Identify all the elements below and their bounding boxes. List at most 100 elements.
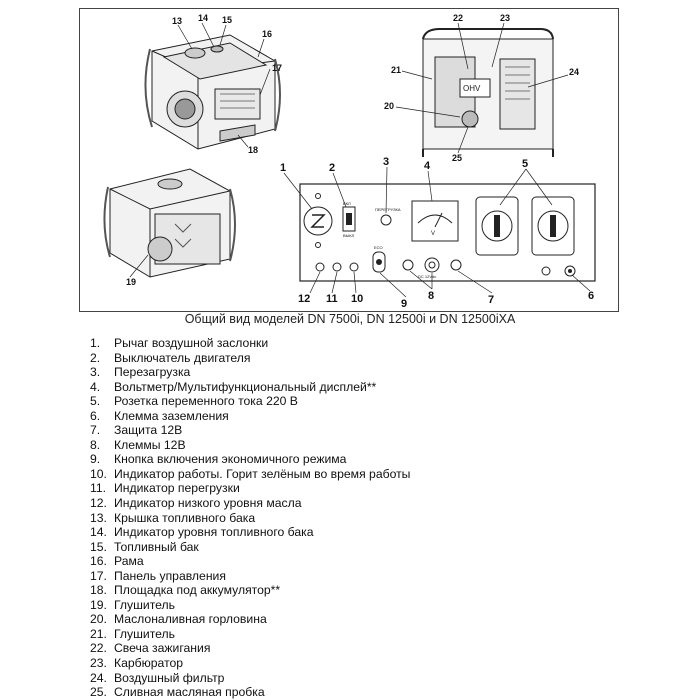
callout-21: 21: [391, 65, 401, 75]
legend-item-number: 3.: [90, 365, 101, 380]
callout-5: 5: [522, 158, 528, 170]
legend-item-number: 11.: [90, 481, 107, 496]
legend-item: 4.Вольтметр/Мультифункциональный дисплей…: [90, 380, 410, 395]
legend-item: 8.Клеммы 12В: [90, 438, 410, 453]
legend-item-number: 18.: [90, 583, 107, 598]
legend-item-text: Топливный бак: [114, 539, 199, 554]
legend-item-text: Рычаг воздушной заслонки: [114, 336, 269, 350]
legend-item-number: 6.: [90, 408, 101, 423]
callout-23: 23: [500, 13, 510, 23]
legend-item: 6. Клемма заземления: [90, 409, 410, 424]
legend-item: 22. Свеча зажигания: [90, 641, 410, 656]
legend-item: 10. Индикатор работы. Горит зелёным во вр…: [90, 467, 410, 482]
legend-item: 3. Перезагрузка: [90, 365, 410, 380]
legend-item-text: Перезагрузка: [114, 365, 191, 380]
legend-item-text: Индикатор работы. Горит зелёным во время…: [114, 466, 411, 481]
legend-item-number: 24.: [90, 670, 107, 685]
legend-item: 5. Розетка переменного тока 220 В: [90, 394, 410, 409]
control-panel: ВКЛ ВЫКЛ ПЕРЕГРУЗКА V ECO: [299, 183, 596, 282]
engine-internal-view: OHV: [422, 28, 554, 157]
legend-item: 9. Кнопка включения экономичного режима: [90, 452, 410, 467]
legend-item: 13. Крышка топливного бака: [90, 511, 410, 526]
generator-top-view: [144, 34, 281, 150]
callout-19: 19: [126, 277, 136, 287]
legend-item: 25.Сливная масляная пробка: [90, 685, 410, 700]
callout-12: 12: [298, 293, 310, 305]
legend-item-text: Индикатор уровня топливного бака: [114, 525, 314, 540]
callout-14: 14: [198, 13, 208, 23]
legend-item-number: 22.: [90, 641, 107, 656]
legend-item: 7. Защита 12В: [90, 423, 410, 438]
legend-item-text: Площадка под аккумулятор**: [114, 583, 281, 598]
legend-item-text: Карбюратор: [114, 656, 184, 671]
legend-item-number: 20.: [90, 612, 107, 627]
legend-item: 11. Индикатор перегрузки: [90, 481, 410, 496]
legend-item-text: Индикатор перегрузки: [114, 481, 240, 496]
legend-item-number: 13.: [90, 510, 107, 525]
legend-item-text: Кнопка включения экономичного режима: [114, 452, 347, 467]
legend-item-number: 21.: [90, 626, 107, 641]
legend-item: 20. Маслоналивная горловина: [90, 612, 410, 627]
panel-callouts: 1 2 3 4 5 12 11 10 9 8 7 6: [280, 156, 594, 310]
legend-item-text: Глушитель: [114, 597, 175, 612]
legend-item: 14. Индикатор уровня топливного бака: [90, 525, 410, 540]
svg-text:V: V: [431, 231, 435, 237]
legend-item-number: 5.: [90, 394, 101, 409]
generator-rear-view: [103, 168, 236, 278]
legend-item-number: 8.: [90, 437, 101, 452]
legend-item-text: Крышка топливного бака: [114, 510, 256, 525]
legend-item: 15. Топливный бак: [90, 540, 410, 555]
legend-item-number: 17.: [90, 568, 107, 583]
legend-item-number: 19.: [90, 597, 107, 612]
callout-1: 1: [280, 162, 286, 174]
legend-item-text: Маслоналивная горловина: [114, 612, 267, 627]
callout-22: 22: [453, 13, 463, 23]
legend-item-text: Индикатор низкого уровня масла: [114, 496, 302, 511]
diagram-figure: 13 14 15 16 17 18 19 OHV: [79, 8, 619, 312]
overload-label: ПЕРЕГРУЗКА: [375, 207, 401, 212]
callout-2: 2: [329, 162, 335, 174]
eco-top-label: ECO: [374, 245, 383, 250]
legend-item-text: Розетка переменного тока 220 В: [114, 394, 298, 409]
callout-7: 7: [488, 294, 494, 306]
callout-9: 9: [401, 298, 407, 310]
switch-on-label: ВКЛ: [343, 201, 351, 206]
legend-item-text: Глушитель: [114, 626, 175, 641]
legend-item-text: Клемма заземления: [114, 408, 229, 423]
generator-illustration: 13 14 15 16 17 18 19 OHV: [103, 13, 596, 310]
callout-25: 25: [452, 153, 462, 163]
callout-4: 4: [424, 160, 431, 172]
legend-item: 1. Рычаг воздушной заслонки: [90, 336, 410, 351]
legend-item: 23. Карбюратор: [90, 656, 410, 671]
callout-6: 6: [588, 290, 594, 302]
legend-item-text: Свеча зажигания: [114, 641, 211, 656]
legend-item-number: 10.: [90, 466, 107, 481]
dc-label: DC 12Vdc: [418, 274, 436, 279]
legend-item-number: 14.: [90, 525, 107, 540]
legend-item: 2.Выключатель двигателя: [90, 351, 410, 366]
legend-item-number: 15.: [90, 539, 107, 554]
legend-item-text: Рама: [114, 554, 144, 569]
legend-item-number: 1.: [90, 336, 101, 350]
legend-item-number: 23.: [90, 656, 107, 671]
legend-item-number: 12.: [90, 496, 107, 511]
legend-item-text: Защита 12В: [114, 423, 183, 438]
legend-item: 24.Воздушный фильтр: [90, 671, 410, 686]
legend-item-number: 2.: [90, 350, 101, 365]
engine-callouts-left: 13 14 15 16 17 18: [172, 13, 282, 155]
callout-16: 16: [262, 29, 272, 39]
legend-item: 21. Глушитель: [90, 627, 410, 642]
svg-text:OHV: OHV: [463, 84, 481, 93]
legend-item: 17.Панель управления: [90, 569, 410, 584]
legend-item-number: 9.: [90, 452, 101, 467]
callout-17: 17: [272, 63, 282, 73]
engine-callouts-right: 22 23 24 21 20 25: [384, 13, 579, 163]
legend-item-number: 7.: [90, 423, 101, 438]
legend-item: 18. Площадка под аккумулятор**: [90, 583, 410, 598]
legend-item: 12. Индикатор низкого уровня масла: [90, 496, 410, 511]
callout-8: 8: [428, 290, 434, 302]
callout-10: 10: [351, 293, 363, 305]
switch-off-label: ВЫКЛ: [343, 233, 355, 238]
legend-item-number: 16.: [90, 554, 107, 569]
